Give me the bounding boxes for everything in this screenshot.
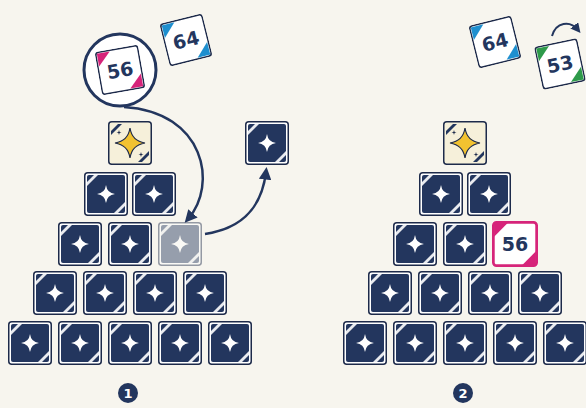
- number-card: 56: [492, 221, 538, 267]
- step-circle: 2: [453, 383, 473, 403]
- number-card: 53: [534, 38, 586, 90]
- step-number: 2: [458, 386, 467, 401]
- step-number: 1: [123, 386, 132, 401]
- step-circle: 1: [118, 383, 138, 403]
- number-card: 64: [159, 13, 212, 66]
- number-card: 64: [468, 15, 521, 68]
- card-number: 56: [502, 233, 528, 255]
- number-card: 56: [95, 45, 146, 96]
- card-number: 56: [105, 57, 135, 83]
